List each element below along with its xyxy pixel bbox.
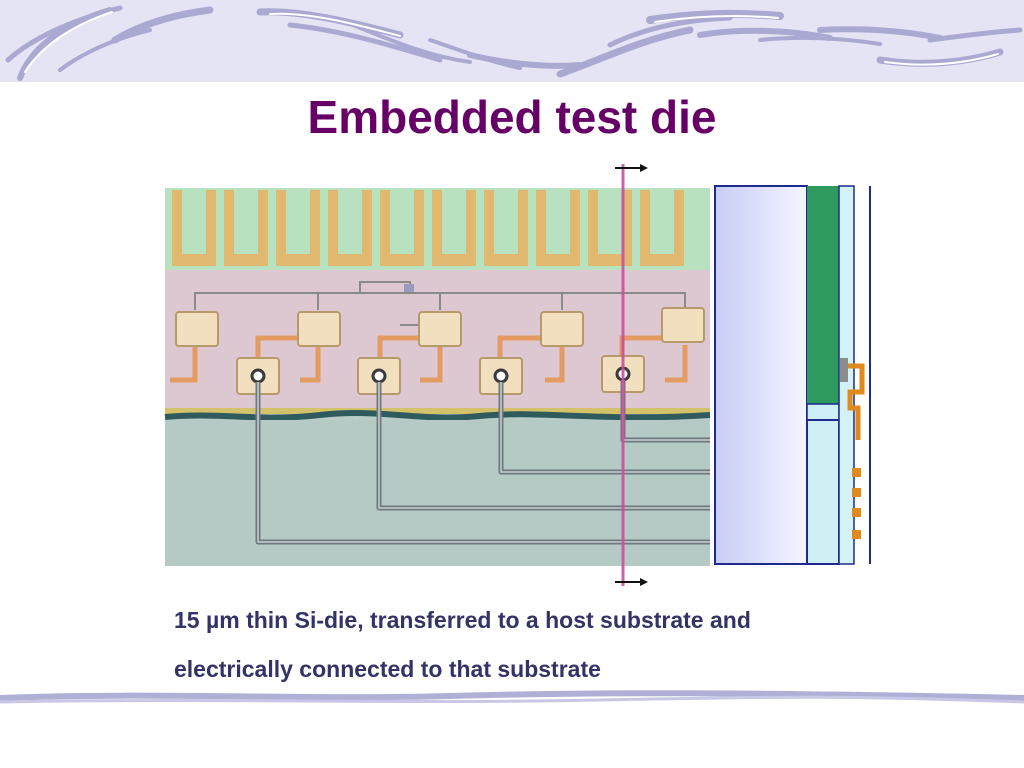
decorative-wave-banner — [0, 0, 1024, 82]
test-die-figure — [164, 164, 871, 586]
section-line — [615, 164, 648, 586]
caption-line-1: 15 µm thin Si-die, transferred to a host… — [174, 607, 751, 633]
die-micrograph — [164, 188, 711, 566]
figure-caption: 15 µm thin Si-die, transferred to a host… — [174, 596, 954, 694]
caption-line-2: electrically connected to that substrate — [174, 656, 601, 682]
slide-title: Embedded test die — [307, 91, 717, 143]
cross-section-diagram — [714, 185, 871, 565]
decorative-footer-wave — [0, 690, 1024, 704]
